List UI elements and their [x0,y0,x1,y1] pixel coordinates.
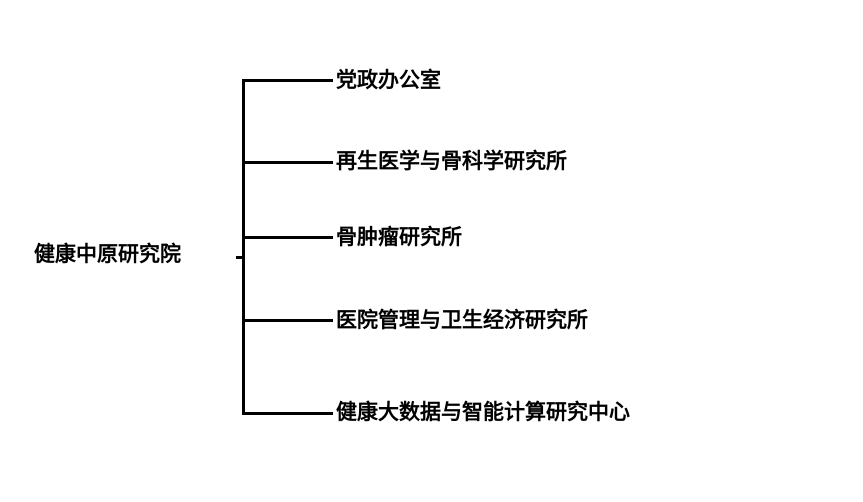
child-node: 再生医学与骨科学研究所 [336,149,567,173]
root-node: 健康中原研究院 [34,242,181,266]
child-node: 医院管理与卫生经济研究所 [336,308,588,332]
child-node: 骨肿瘤研究所 [336,225,462,249]
child-node: 党政办公室 [336,68,441,92]
branch-line [242,161,333,164]
trunk-line [242,79,245,415]
root-connector [236,256,245,259]
branch-line [242,319,333,322]
branch-line [242,236,333,239]
child-node: 健康大数据与智能计算研究中心 [336,400,630,424]
branch-line [242,79,333,82]
branch-line [242,412,333,415]
